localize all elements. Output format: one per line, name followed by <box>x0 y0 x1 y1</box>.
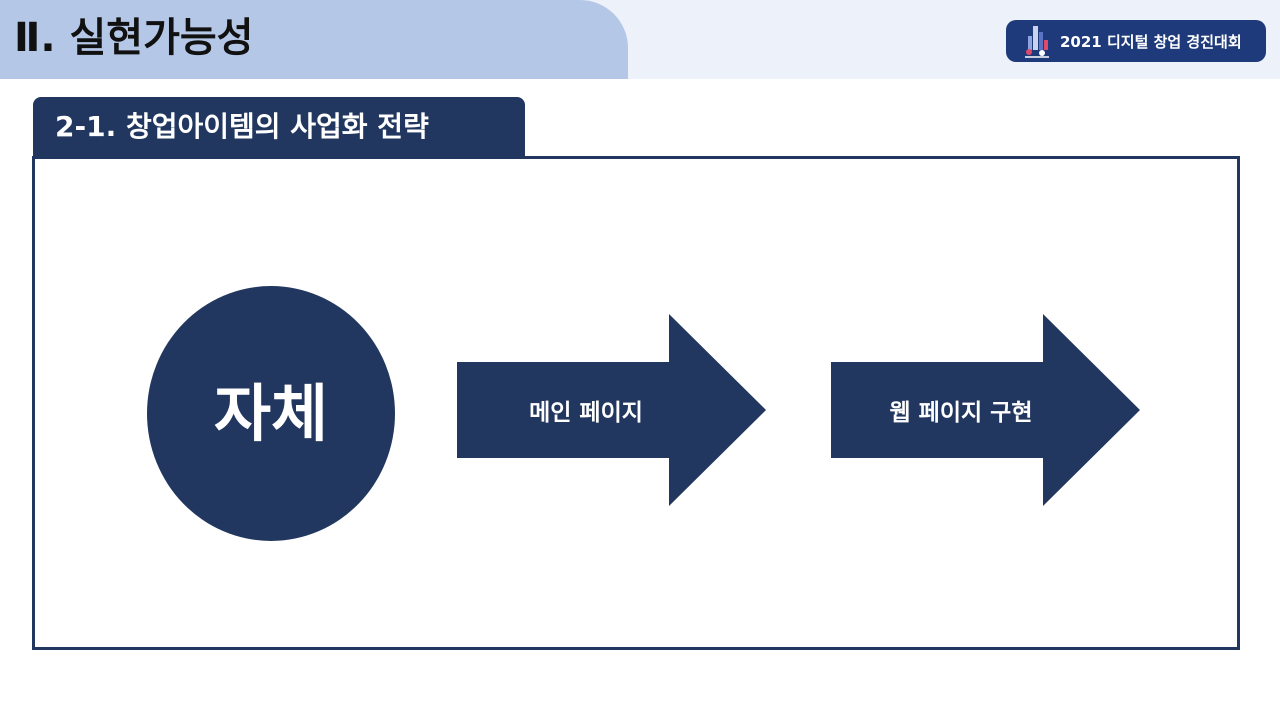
self-circle-label: 자체 <box>213 376 329 450</box>
main-page-arrow-label: 메인 페이지 <box>529 400 643 426</box>
header-title-background <box>0 0 628 79</box>
web-implementation-arrow: 웹 페이지 구현 <box>831 314 1140 506</box>
contest-logo-icon <box>1025 26 1049 58</box>
self-circle: 자체 <box>147 286 395 541</box>
section-tab-label: 2-1. 창업아이템의 사업화 전략 <box>55 110 429 143</box>
page-title: Ⅱ. 실현가능성 <box>14 15 254 61</box>
main-page-arrow-shape <box>457 314 766 506</box>
web-implementation-arrow-label: 웹 페이지 구현 <box>889 400 1033 426</box>
web-implementation-arrow-shape <box>831 314 1140 506</box>
main-page-arrow: 메인 페이지 <box>457 314 766 506</box>
section-tab: 2-1. 창업아이템의 사업화 전략 <box>33 97 525 157</box>
contest-badge: 2021 디지털 창업 경진대회 <box>1006 20 1266 62</box>
contest-badge-text: 2021 디지털 창업 경진대회 <box>1060 32 1242 51</box>
